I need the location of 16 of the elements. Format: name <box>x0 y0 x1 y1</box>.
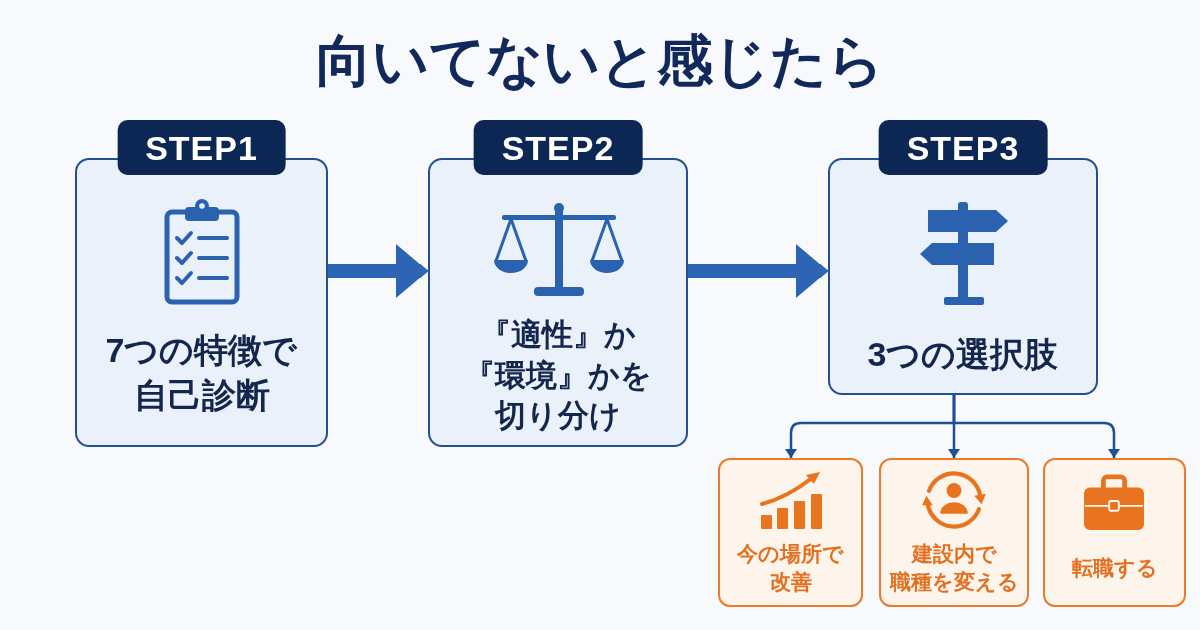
option-card <box>1043 458 1186 607</box>
option-label: 今の場所で改善 <box>736 541 845 595</box>
step-title: 3つの選択肢 <box>867 333 1059 375</box>
option-card <box>718 458 863 607</box>
step-title: 『適性』か『環境』かを切り分け <box>463 315 653 436</box>
option-label: 転職する <box>1071 555 1158 582</box>
option-label: 建設内で職種を変える <box>888 541 1020 595</box>
title: 向いてないと感じたら <box>316 30 884 92</box>
step-label: STEP3 <box>878 120 1048 175</box>
step-label: STEP1 <box>117 120 286 175</box>
block-arrow <box>688 244 828 298</box>
step-label: STEP2 <box>473 120 643 175</box>
step-title: 7つの特徴で自己診断 <box>104 330 299 416</box>
block-arrow <box>328 244 428 298</box>
connector-arrow <box>952 395 1120 458</box>
option-card <box>879 458 1029 607</box>
